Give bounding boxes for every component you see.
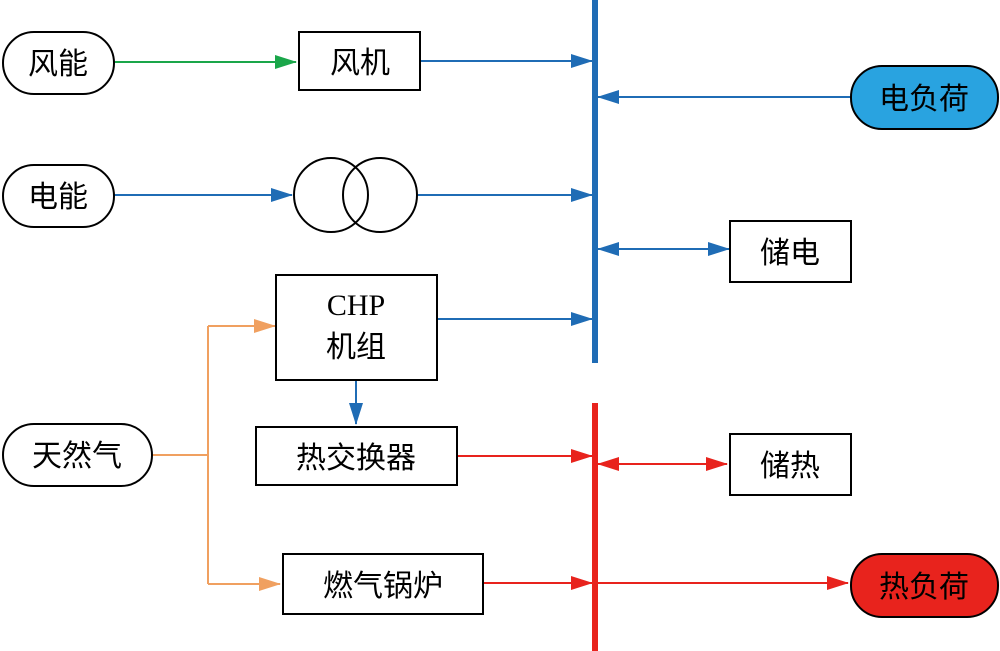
wind-turbine-box: 风机 (298, 31, 421, 91)
chp-unit-box: CHP 机组 (275, 274, 438, 381)
wind-turbine-label: 风机 (330, 46, 390, 81)
electric-energy-label: 电能 (28, 180, 88, 215)
electric-load-label: 电负荷 (879, 82, 969, 117)
heat-storage-label: 储热 (760, 449, 820, 484)
heat-exchanger-box: 热交换器 (255, 426, 458, 486)
electric-energy-source: 电能 (2, 164, 115, 228)
natural-gas-label: 天然气 (32, 439, 122, 474)
heat-load: 热负荷 (850, 553, 999, 618)
heat-exchanger-label: 热交换器 (296, 441, 416, 476)
wind-energy-label: 风能 (28, 47, 88, 82)
electric-storage-box: 储电 (729, 220, 852, 283)
natural-gas-source: 天然气 (2, 423, 153, 487)
chp-unit-label: 机组 (326, 330, 386, 365)
heat-storage-box: 储热 (729, 433, 852, 496)
electric-storage-label: 储电 (760, 236, 820, 271)
wind-energy-source: 风能 (2, 31, 115, 95)
electric-load: 电负荷 (850, 65, 999, 130)
chp-label: CHP (327, 289, 385, 322)
gas-boiler-box: 燃气锅炉 (282, 553, 484, 615)
gas-boiler-label: 燃气锅炉 (323, 569, 443, 604)
transformer-icon (293, 157, 418, 233)
heat-load-label: 热负荷 (879, 570, 969, 605)
